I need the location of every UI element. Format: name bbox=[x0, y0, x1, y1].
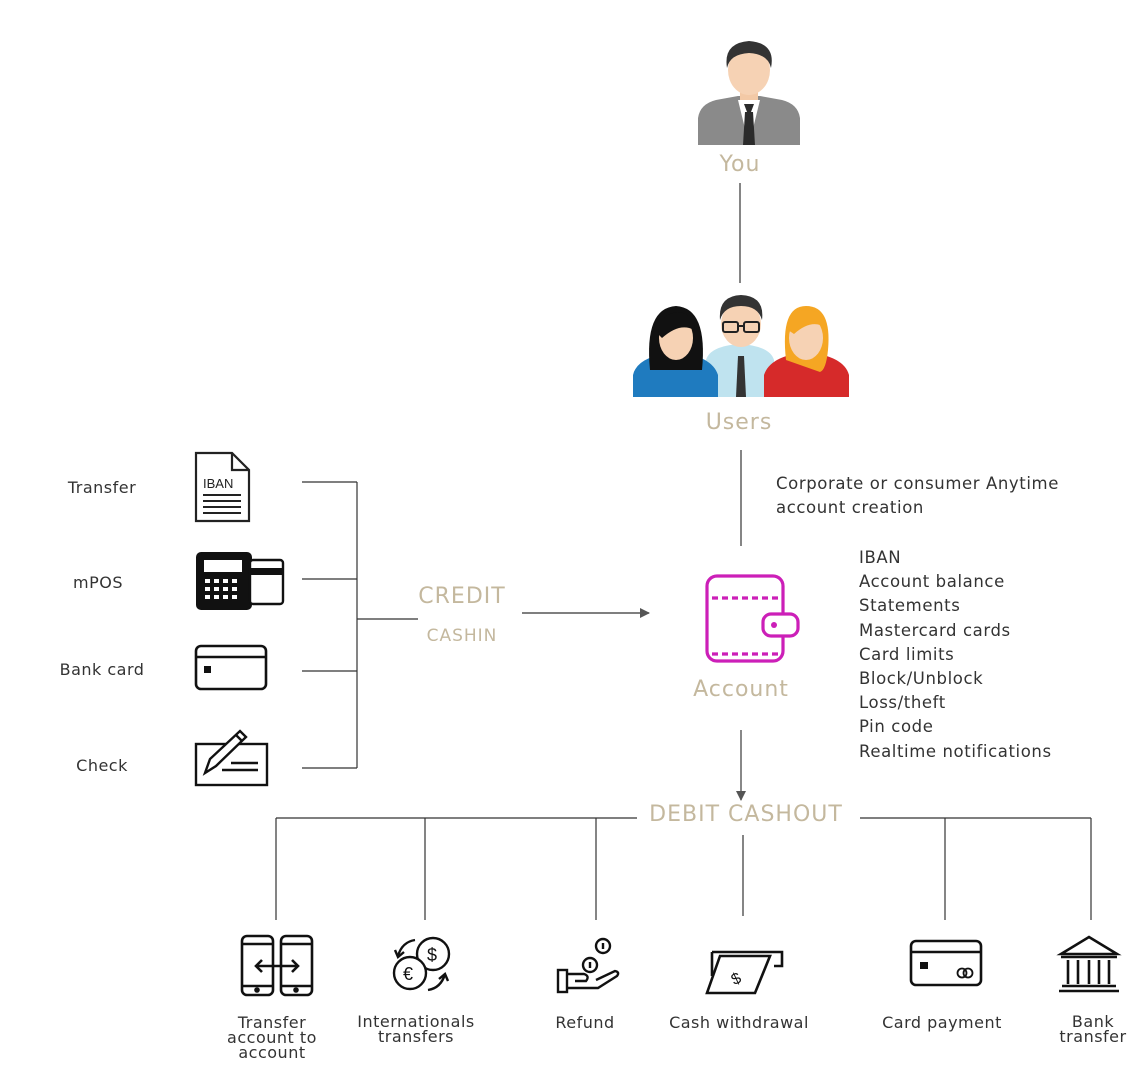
users-group-icon bbox=[633, 295, 849, 397]
feature-card-limits: Card limits bbox=[859, 644, 955, 664]
credit-subtitle: CASHIN bbox=[426, 626, 498, 646]
feature-statements: Statements bbox=[859, 596, 961, 616]
feature-account-balance: Account balance bbox=[859, 572, 1005, 592]
check-pen-icon bbox=[194, 729, 269, 787]
arrows bbox=[522, 608, 746, 801]
users-label: Users bbox=[705, 410, 773, 435]
iban-document-icon bbox=[194, 451, 251, 523]
svg-text:$: $ bbox=[427, 945, 437, 965]
bank-card-icon bbox=[194, 644, 268, 691]
account-features-list: IBAN Account balance Statements Masterca… bbox=[859, 546, 1052, 764]
target-label-card-payment: Card payment bbox=[882, 1013, 1002, 1032]
feature-loss-theft: Loss/theft bbox=[859, 693, 946, 713]
feature-pin-code: Pin code bbox=[859, 717, 934, 737]
source-label-transfer: Transfer bbox=[67, 478, 137, 497]
credit-title: CREDIT bbox=[418, 584, 506, 609]
svg-text:€: € bbox=[403, 964, 413, 984]
account-creation-note: Corporate or consumer Anytime account cr… bbox=[776, 474, 1059, 517]
feature-mastercard-cards: Mastercard cards bbox=[859, 620, 1011, 640]
target-label-refund: Refund bbox=[555, 1013, 615, 1032]
bank-building-icon bbox=[1056, 935, 1122, 993]
refund-hand-coins-icon bbox=[556, 937, 620, 994]
feature-block-unblock: Block/Unblock bbox=[859, 669, 984, 689]
mpos-terminal-icon bbox=[196, 552, 285, 610]
currency-exchange-icon: $ € bbox=[392, 936, 451, 992]
debit-title: DEBIT CASHOUT bbox=[649, 802, 843, 827]
source-label-check: Check bbox=[76, 756, 128, 775]
source-label-bank-card: Bank card bbox=[59, 660, 145, 679]
target-label-bank-transfer: Bank transfer bbox=[1059, 1012, 1127, 1046]
phone-transfer-icon bbox=[240, 934, 314, 997]
you-label: You bbox=[719, 152, 761, 177]
businessman-icon bbox=[698, 41, 800, 145]
feature-iban: IBAN bbox=[859, 548, 902, 567]
card-payment-icon bbox=[909, 939, 983, 987]
wallet-icon bbox=[705, 574, 800, 663]
target-label-international-transfers: Internationals transfers bbox=[357, 1012, 475, 1046]
target-label-cash-withdrawal: Cash withdrawal bbox=[669, 1013, 809, 1032]
iban-icon-text: IBAN bbox=[203, 476, 233, 491]
feature-realtime-notifications: Realtime notifications bbox=[859, 741, 1052, 761]
source-label-mpos: mPOS bbox=[73, 573, 123, 592]
atm-cash-icon: $ bbox=[705, 950, 784, 995]
target-label-transfer-account: Transfer account to account bbox=[227, 1013, 317, 1062]
account-label: Account bbox=[693, 677, 789, 702]
connectors bbox=[275, 183, 1092, 920]
